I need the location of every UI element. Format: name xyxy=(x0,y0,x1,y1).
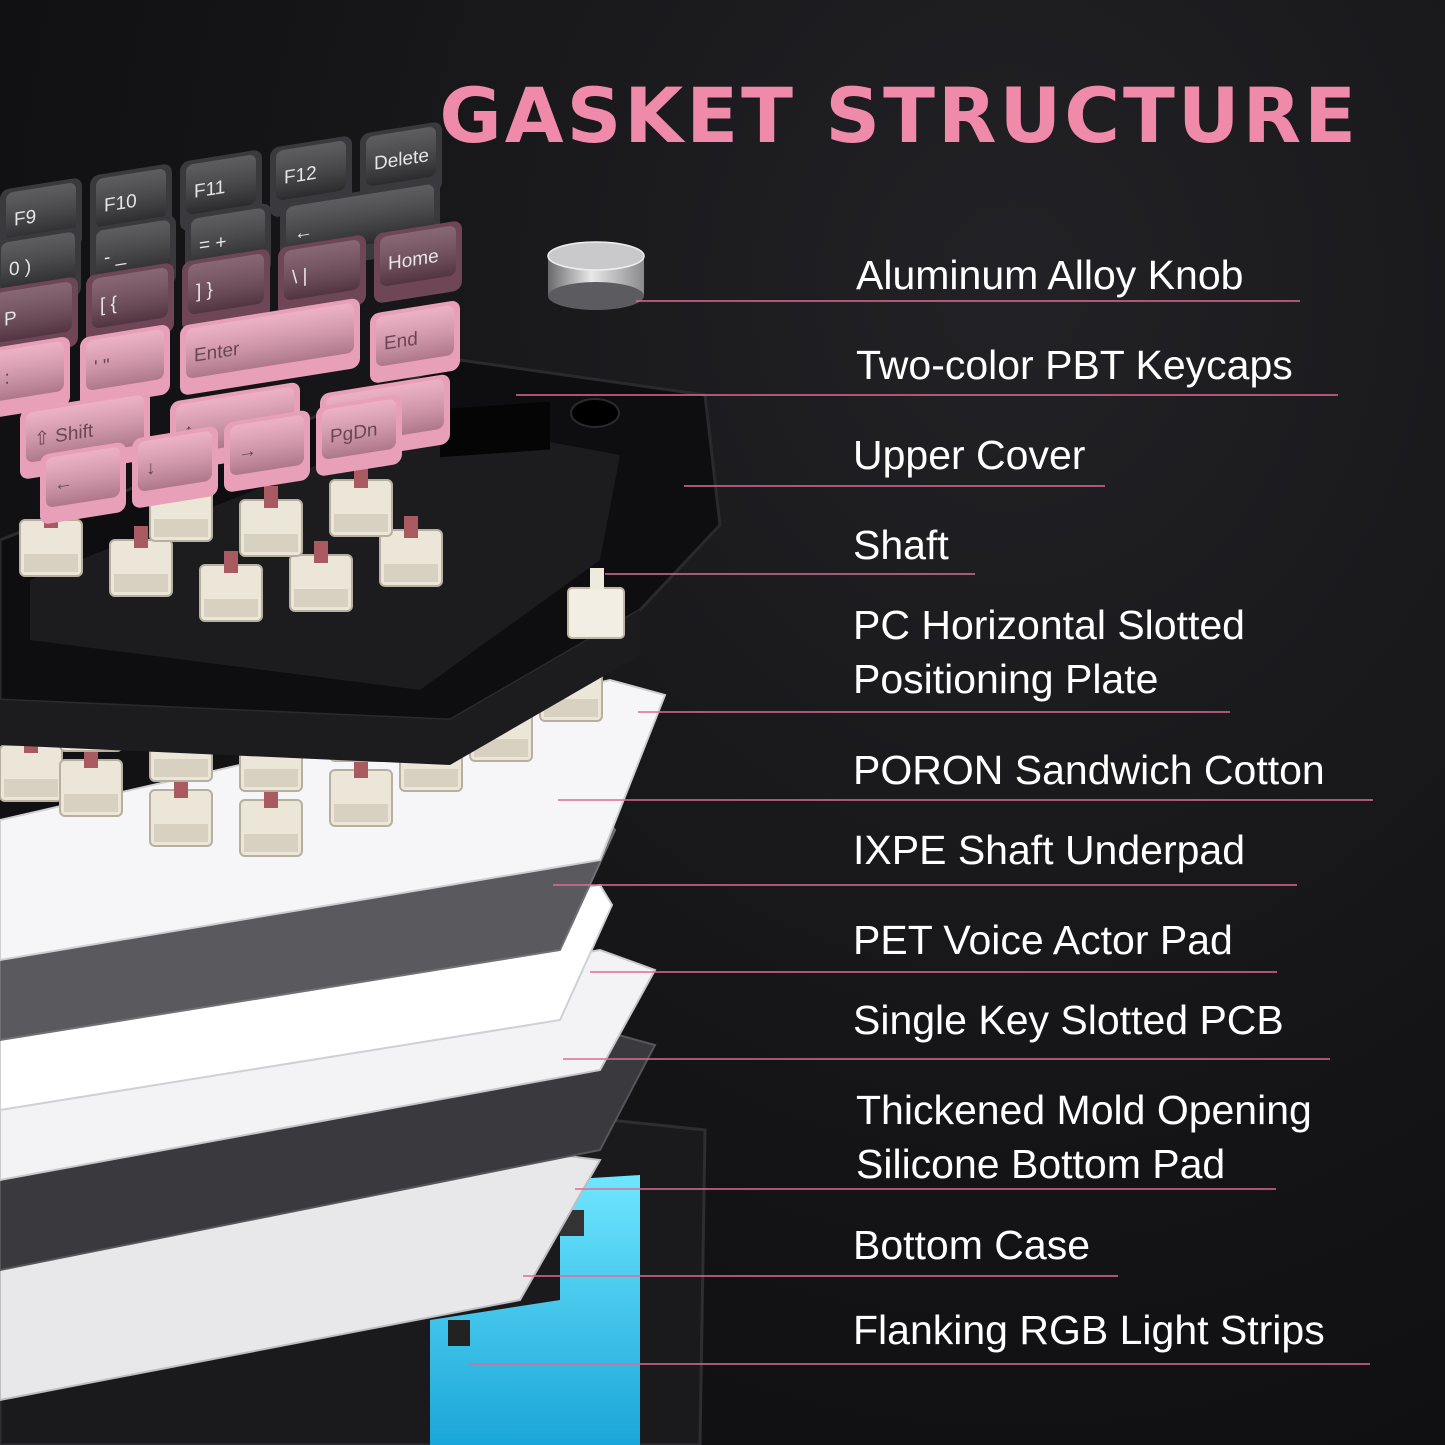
key-switch xyxy=(59,746,123,817)
keycap-legend: [ { xyxy=(100,293,118,317)
key-switch xyxy=(109,526,173,597)
component-label-line: Two-color PBT Keycaps xyxy=(856,342,1293,388)
keycap-legend: F12 xyxy=(284,163,317,189)
keycap: \ | xyxy=(278,235,366,317)
keycap: ; : xyxy=(0,337,70,419)
keycap: ← xyxy=(40,442,126,524)
keycap: End xyxy=(370,301,460,383)
component-label: Flanking RGB Light Strips xyxy=(853,1303,1325,1357)
component-label-line: Silicone Bottom Pad xyxy=(856,1141,1226,1187)
component-label-line: PC Horizontal Slotted xyxy=(853,602,1245,648)
component-label: Single Key Slotted PCB xyxy=(853,993,1284,1047)
component-label-line: Positioning Plate xyxy=(853,656,1159,702)
component-label-line: Bottom Case xyxy=(853,1222,1090,1268)
component-label-line: Upper Cover xyxy=(853,432,1086,478)
keycap-legend: 0 ) xyxy=(9,256,31,280)
component-label-line: Flanking RGB Light Strips xyxy=(853,1307,1325,1353)
upper-cover-layer xyxy=(0,358,722,765)
keycap-legend: = + xyxy=(199,232,226,257)
keycap: ' " xyxy=(80,325,170,407)
key-switch xyxy=(239,786,303,857)
key-switch xyxy=(379,516,443,587)
component-label: Bottom Case xyxy=(853,1218,1090,1272)
component-label-line: Thickened Mold Opening xyxy=(856,1087,1312,1133)
key-switch xyxy=(329,466,393,537)
component-label: IXPE Shaft Underpad xyxy=(853,823,1245,877)
leader-lines xyxy=(470,300,1373,1365)
aluminum-knob xyxy=(547,241,645,310)
keycap-legend: ; : xyxy=(0,367,10,390)
shaft-switch xyxy=(567,568,625,639)
keycap-legend: ' " xyxy=(94,355,110,378)
keycap: ↓ xyxy=(132,426,218,508)
keycap-legend: - _ xyxy=(104,244,127,268)
component-label: Aluminum Alloy Knob xyxy=(856,248,1243,302)
keycap-legend: F9 xyxy=(14,206,36,230)
key-switch xyxy=(329,756,393,827)
keycap-legend: \ | xyxy=(292,265,307,288)
component-label: Two-color PBT Keycaps xyxy=(856,338,1293,392)
component-label-line: Aluminum Alloy Knob xyxy=(856,252,1244,298)
keycap-legend: F11 xyxy=(194,177,225,203)
key-switch xyxy=(289,541,353,612)
component-label: Upper Cover xyxy=(853,428,1085,482)
keycap: ] } xyxy=(182,249,270,331)
component-label-line: PORON Sandwich Cotton xyxy=(853,747,1325,793)
keycap-legend: → xyxy=(238,440,257,464)
key-switch xyxy=(149,776,213,847)
keycap-legend: F10 xyxy=(104,191,137,217)
component-label: Shaft xyxy=(853,518,949,572)
component-label-line: Single Key Slotted PCB xyxy=(853,997,1284,1043)
page-title: GASKET STRUCTURE xyxy=(439,71,1359,160)
component-label-line: IXPE Shaft Underpad xyxy=(853,827,1246,873)
keycap: PgDn xyxy=(316,394,402,476)
keycap: Enter xyxy=(180,298,360,395)
keycap-legend: ↓ xyxy=(146,457,156,479)
component-label: PORON Sandwich Cotton xyxy=(853,743,1325,797)
keycap-legend: ← xyxy=(294,221,313,245)
key-switch xyxy=(199,551,263,622)
keycap-legend: ] } xyxy=(196,279,214,303)
keycap: → xyxy=(224,410,310,492)
switch-top-row xyxy=(19,466,443,622)
key-switch xyxy=(239,486,303,557)
component-label-line: PET Voice Actor Pad xyxy=(853,917,1233,963)
keycap-legend: P xyxy=(4,308,17,331)
component-label-line: Shaft xyxy=(853,522,949,568)
keycap: [ { xyxy=(86,263,174,345)
keycap: Home xyxy=(374,221,462,303)
keycap-legend: ← xyxy=(54,472,73,496)
component-label: PET Voice Actor Pad xyxy=(853,913,1233,967)
